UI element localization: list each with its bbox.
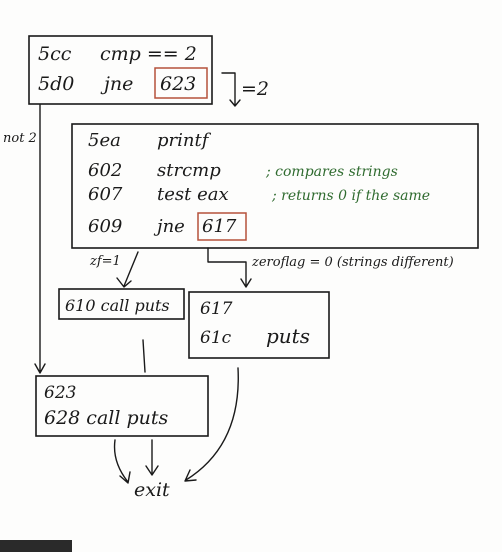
block-call-puts-1 (58, 288, 185, 320)
block-call-puts-2-row-1: 623 (44, 383, 76, 403)
comment-strcmp: ; compares strings (265, 164, 398, 180)
zf1-arrow (116, 251, 139, 288)
block-cmp (28, 35, 213, 105)
zf0-arrow (207, 247, 252, 288)
block-call-puts-1-text: 610 call puts (65, 296, 170, 315)
block-cmp-target: 623 (160, 73, 196, 95)
block5-exit-arrow-2 (145, 439, 159, 476)
label-zf0: zeroflag = 0 (strings different) (251, 255, 454, 270)
label-zf1: zf=1 (89, 254, 121, 269)
block-printf-target: 617 (202, 216, 237, 237)
block-printf-instr-1: printf (157, 130, 212, 151)
block-printf-instr-4: jne (153, 216, 185, 237)
block-printf-instr-3: test eax (157, 184, 229, 205)
block-cmp-instr-2: jne (100, 73, 133, 95)
block-puts-addr-2: 61c (200, 328, 232, 348)
dark-corner-bar (0, 540, 72, 552)
block-puts (188, 291, 330, 359)
block4-exit-arrow (184, 367, 239, 482)
comment-test: ; returns 0 if the same (271, 188, 430, 204)
block-call-puts-2-row-2: 628 call puts (44, 407, 169, 429)
jump-target-highlight-623 (154, 67, 208, 99)
eq2-bracket (221, 72, 241, 107)
block-puts-instr-2: puts (266, 324, 310, 348)
block5-exit-arrow-1 (113, 439, 131, 484)
label-eq2: =2 (241, 78, 269, 100)
block-printf (71, 123, 479, 249)
not2-line (34, 104, 46, 374)
block3-down-line (142, 339, 146, 373)
block-puts-row-1: 617 (200, 299, 233, 319)
jump-target-highlight-617 (197, 212, 247, 241)
label-not2: not 2 (3, 131, 37, 146)
block-cmp-addr-1: 5cc (38, 43, 72, 65)
exit-label: exit (134, 479, 170, 501)
block-printf-instr-2: strcmp (157, 160, 221, 181)
block-cmp-instr-1: cmp == 2 (100, 43, 197, 65)
block-printf-addr-3: 607 (88, 184, 123, 205)
block-printf-addr-2: 602 (88, 160, 122, 181)
block-cmp-addr-2: 5d0 (38, 73, 74, 95)
block-printf-addr-4: 609 (88, 216, 122, 237)
block-printf-addr-1: 5ea (88, 130, 121, 151)
block-call-puts-2 (35, 375, 209, 437)
